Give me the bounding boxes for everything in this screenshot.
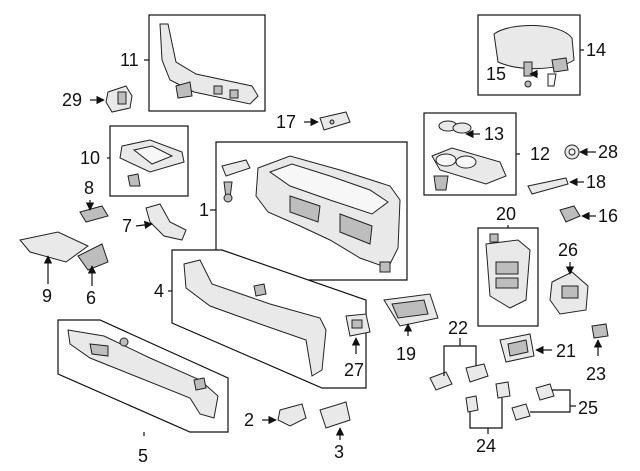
callout-20: 20 (496, 204, 516, 224)
callout-29: 29 (62, 90, 82, 110)
part-16-button (559, 205, 581, 223)
callout-19: 19 (396, 344, 416, 364)
part-2-bracket (277, 403, 307, 427)
part-3-bracket (319, 401, 351, 429)
callout-28: 28 (598, 142, 618, 162)
part-25-sockets (511, 383, 555, 421)
part-22-sockets (429, 363, 489, 391)
part-7-bracket (145, 203, 187, 241)
callout-15: 15 (486, 64, 506, 84)
part-cup-holder (431, 120, 507, 191)
callout-18: 18 (586, 172, 606, 192)
callout-12: 12 (530, 144, 550, 164)
callout-1: 1 (199, 200, 209, 220)
part-console-body (221, 155, 401, 273)
callout-3: 3 (334, 442, 344, 462)
part-21-housing (499, 333, 535, 363)
callout-7: 7 (122, 216, 132, 236)
part-18-strip (527, 177, 569, 195)
callout-11: 11 (120, 50, 139, 70)
part-17-bracket (319, 111, 351, 131)
part-24-sockets (465, 381, 511, 413)
part-side-panel (183, 259, 327, 377)
callout-27: 27 (344, 360, 364, 380)
part-23-plug (591, 323, 609, 339)
part-27-switch (345, 313, 371, 337)
part-trim-strip (159, 23, 259, 105)
part-lower-trim (67, 329, 219, 419)
part-29-knob (105, 85, 133, 113)
callout-8: 8 (84, 178, 94, 198)
part-armrest-lid (493, 25, 575, 88)
callout-26: 26 (558, 240, 578, 260)
callout-2: 2 (244, 410, 254, 430)
callout-17: 17 (276, 112, 296, 132)
callout-6: 6 (86, 288, 96, 308)
callout-13: 13 (484, 124, 504, 144)
part-bezel (119, 139, 185, 187)
callout-25: 25 (578, 398, 598, 418)
callout-24: 24 (476, 436, 496, 456)
part-8-clip (79, 205, 109, 223)
callout-23: 23 (586, 364, 606, 384)
callout-14: 14 (586, 40, 606, 60)
callout-9: 9 (42, 286, 52, 306)
part-26-panel (549, 271, 589, 315)
callout-21: 21 (556, 341, 576, 361)
callout-22: 22 (448, 318, 468, 338)
part-control-bezel (485, 233, 531, 309)
part-9-panel (19, 231, 89, 263)
callout-4: 4 (154, 281, 164, 301)
part-19-box (383, 293, 439, 327)
callout-16: 16 (598, 206, 618, 226)
part-6-grille (77, 243, 109, 271)
callout-10: 10 (80, 148, 100, 168)
part-28-cap (564, 144, 580, 160)
callout-5: 5 (138, 446, 148, 466)
